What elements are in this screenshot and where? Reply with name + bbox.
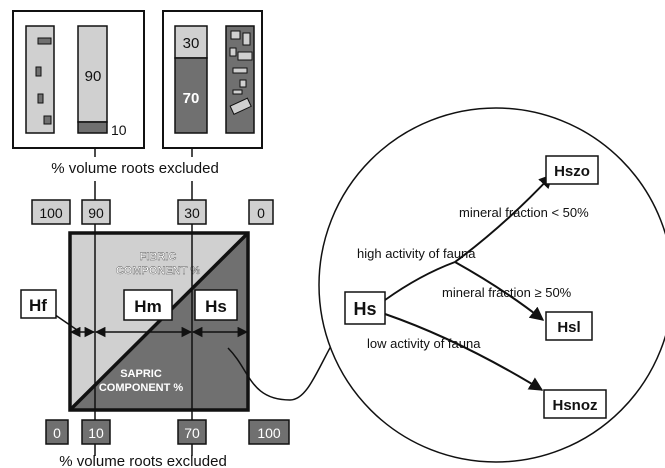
top-tick-label: 30: [184, 205, 200, 221]
root-fragment: [232, 89, 243, 95]
hsnoz-arrow: [384, 313, 544, 391]
root-fragment: [35, 66, 42, 77]
hsl-label: Hsl: [557, 319, 580, 336]
top-tick-box: [31, 199, 71, 225]
hs-root-label: Hs: [353, 299, 376, 319]
root-fragment: [229, 97, 252, 115]
square-frame: [68, 231, 250, 412]
fibric-label-line2: COMPONENT %: [116, 265, 201, 277]
bottom-tick-boxes: 0 10 70 100: [45, 419, 290, 445]
bottom-tick-box: [45, 419, 69, 445]
fibric-label-line1: FIBRIC: [140, 251, 177, 263]
sapric-label-line1: SAPRIC: [120, 368, 162, 380]
hsnoz-label: Hsnoz: [553, 397, 598, 414]
bottom-tick-box: [177, 419, 207, 445]
right-panel-dark-value: 70: [183, 90, 200, 107]
hm-box: [123, 289, 173, 321]
hf-box: [20, 289, 57, 319]
bottom-tick-box: [248, 419, 290, 445]
root-fragment: [242, 32, 251, 46]
hs-label: Hs: [205, 297, 227, 316]
top-axis-label: % volume roots excluded: [51, 160, 219, 177]
top-tick-box: [81, 199, 111, 225]
mineral-lt-label: mineral fraction < 50%: [459, 205, 589, 220]
right-sample-panel: 30 70: [162, 10, 263, 149]
root-fragment: [230, 30, 241, 40]
root-fragment: [43, 115, 52, 125]
square-diagonal: [68, 231, 250, 412]
bottom-tick-label: 10: [88, 425, 104, 441]
right-panel-dark-bar: [174, 57, 208, 134]
top-tick-box: [248, 199, 274, 225]
top-tick-label: 90: [88, 205, 104, 221]
top-tick-label: 0: [257, 205, 265, 221]
hs-box: [194, 289, 238, 321]
hsnoz-box: [543, 389, 607, 419]
left-panel-dark-bar: [77, 121, 108, 134]
hs-root-box: [344, 291, 386, 325]
root-fragment: [37, 37, 52, 45]
top-tick-label: 100: [39, 205, 63, 221]
bottom-tick-label: 0: [53, 425, 61, 441]
left-panel-light-value: 90: [85, 68, 102, 85]
root-fragment: [237, 51, 253, 61]
zoom-connector-line: [227, 321, 346, 401]
right-panel-light-value: 30: [183, 35, 200, 52]
high-activity-branch: [384, 261, 456, 301]
left-sample-panel: 90 10: [12, 10, 145, 149]
component-square: FIBRIC COMPONENT % SAPRIC COMPONENT %: [68, 231, 250, 412]
root-fragment: [229, 47, 237, 57]
hsl-box: [545, 311, 593, 341]
bottom-axis-label: % volume roots excluded: [59, 453, 227, 468]
root-fragment: [37, 93, 44, 104]
left-panel-dark-value: 10: [111, 122, 127, 138]
mineral-ge-label: mineral fraction ≥ 50%: [442, 285, 572, 300]
bottom-tick-box: [81, 419, 111, 445]
high-activity-label: high activity of fauna: [357, 246, 476, 261]
hf-label: Hf: [29, 296, 47, 315]
bottom-tick-label: 70: [184, 425, 200, 441]
hszo-arrow: [454, 173, 553, 263]
top-tick-boxes: 100 90 30 0: [31, 199, 274, 225]
low-activity-label: low activity of fauna: [367, 336, 481, 351]
sapric-label-line2: COMPONENT %: [99, 382, 184, 394]
hm-label: Hm: [134, 297, 161, 316]
root-fragment: [232, 67, 248, 74]
root-fragment: [239, 79, 247, 88]
hsl-arrow: [454, 261, 545, 321]
bottom-tick-label: 100: [257, 425, 281, 441]
hszo-label: Hszo: [554, 163, 590, 180]
hszo-box: [545, 155, 599, 185]
